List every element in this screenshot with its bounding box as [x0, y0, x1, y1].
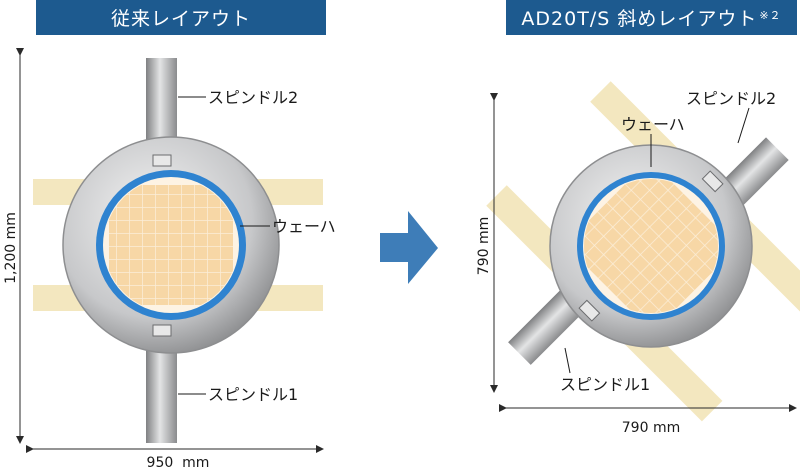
- right-spindle-1-clamp: [578, 299, 601, 322]
- left-spindle-1-label: スピンドル1: [208, 385, 298, 404]
- transition-arrow: [380, 211, 438, 284]
- right-height-dimension: 790 mm: [476, 217, 492, 275]
- left-spindle-2-label: スピンドル2: [208, 88, 298, 107]
- diagonal-layout-title-note: ※２: [759, 8, 782, 22]
- left-die-grid: [109, 185, 233, 305]
- conventional-layout-title: 従来レイアウト: [36, 0, 326, 35]
- left-wafer-label: ウェーハ: [272, 217, 336, 236]
- right-spindle-1-shaft: [508, 287, 586, 365]
- left-spindle-1-clamp: [152, 324, 172, 337]
- right-spindle-2-shaft: [719, 137, 789, 207]
- right-spindle-1-leader: [564, 347, 571, 374]
- diagonal-layout-title-text: AD20T/S 斜めレイアウト: [521, 8, 758, 30]
- diagonal-layout: スピンドル2 ウェーハ スピンドル1 790 mm 790 mm: [476, 81, 800, 436]
- conventional-layout: スピンドル2 ウェーハ スピンドル1 1,200 mm 950 mm: [3, 48, 336, 470]
- right-spindle-2-leader: [737, 107, 750, 144]
- conventional-layout-title-text: 従来レイアウト: [110, 8, 251, 30]
- left-height-dimension: 1,200 mm: [3, 212, 19, 284]
- left-spindle-2-clamp: [152, 154, 172, 167]
- right-spindle-2-label: スピンドル2: [686, 89, 776, 108]
- left-width-dimension: 950 mm: [147, 455, 210, 470]
- right-spindle-1-label: スピンドル1: [560, 375, 650, 394]
- right-wafer-label: ウェーハ: [621, 115, 685, 134]
- right-width-dimension: 790 mm: [622, 420, 680, 436]
- diagonal-layout-title: AD20T/S 斜めレイアウト ※２: [506, 0, 797, 35]
- right-spindle-2-clamp: [701, 170, 724, 193]
- right-die-grid: [584, 179, 718, 313]
